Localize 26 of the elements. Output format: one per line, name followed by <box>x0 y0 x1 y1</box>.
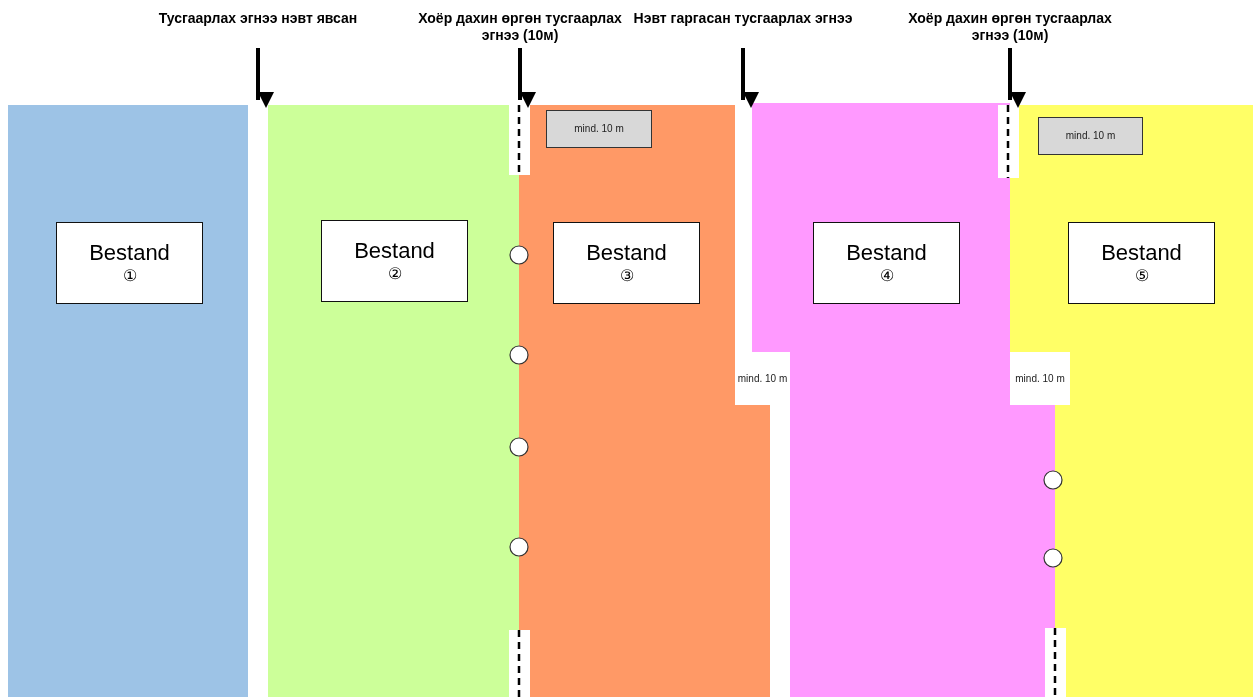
boundary-heading: Тусгаарлах эгнээ нэвт явсан <box>148 10 368 48</box>
stand-number: ⑤ <box>1134 266 1149 286</box>
arrow <box>256 48 274 108</box>
distance-note: mind. 10 m <box>546 110 652 148</box>
distance-note: mind. 10 m <box>1038 117 1143 155</box>
distance-note: mind. 10 m <box>1010 352 1070 405</box>
stand-box <box>56 222 203 304</box>
stand-number: ② <box>387 264 402 284</box>
arrow <box>1008 48 1026 108</box>
stand-number: ① <box>122 266 137 286</box>
stand-box <box>553 222 700 304</box>
stand-name: Bestand <box>354 238 435 264</box>
stand-name: Bestand <box>586 240 667 266</box>
stand-box <box>321 220 468 302</box>
arrow <box>518 48 536 108</box>
stand-name: Bestand <box>89 240 170 266</box>
stand-number: ③ <box>619 266 634 286</box>
boundary-heading: Нэвт гаргасан тусгаарлах эгнээ <box>633 10 853 48</box>
stand-box <box>1068 222 1215 304</box>
stand-name: Bestand <box>1101 240 1182 266</box>
boundary-heading: Хоёр дахин өргөн тусгаарлах эгнээ (10м) <box>410 10 630 48</box>
stand-box <box>813 222 960 304</box>
boundary-heading: Хоёр дахин өргөн тусгаарлах эгнээ (10м) <box>900 10 1120 48</box>
arrow <box>741 48 759 108</box>
stand-number: ④ <box>879 266 894 286</box>
stand-name: Bestand <box>846 240 927 266</box>
